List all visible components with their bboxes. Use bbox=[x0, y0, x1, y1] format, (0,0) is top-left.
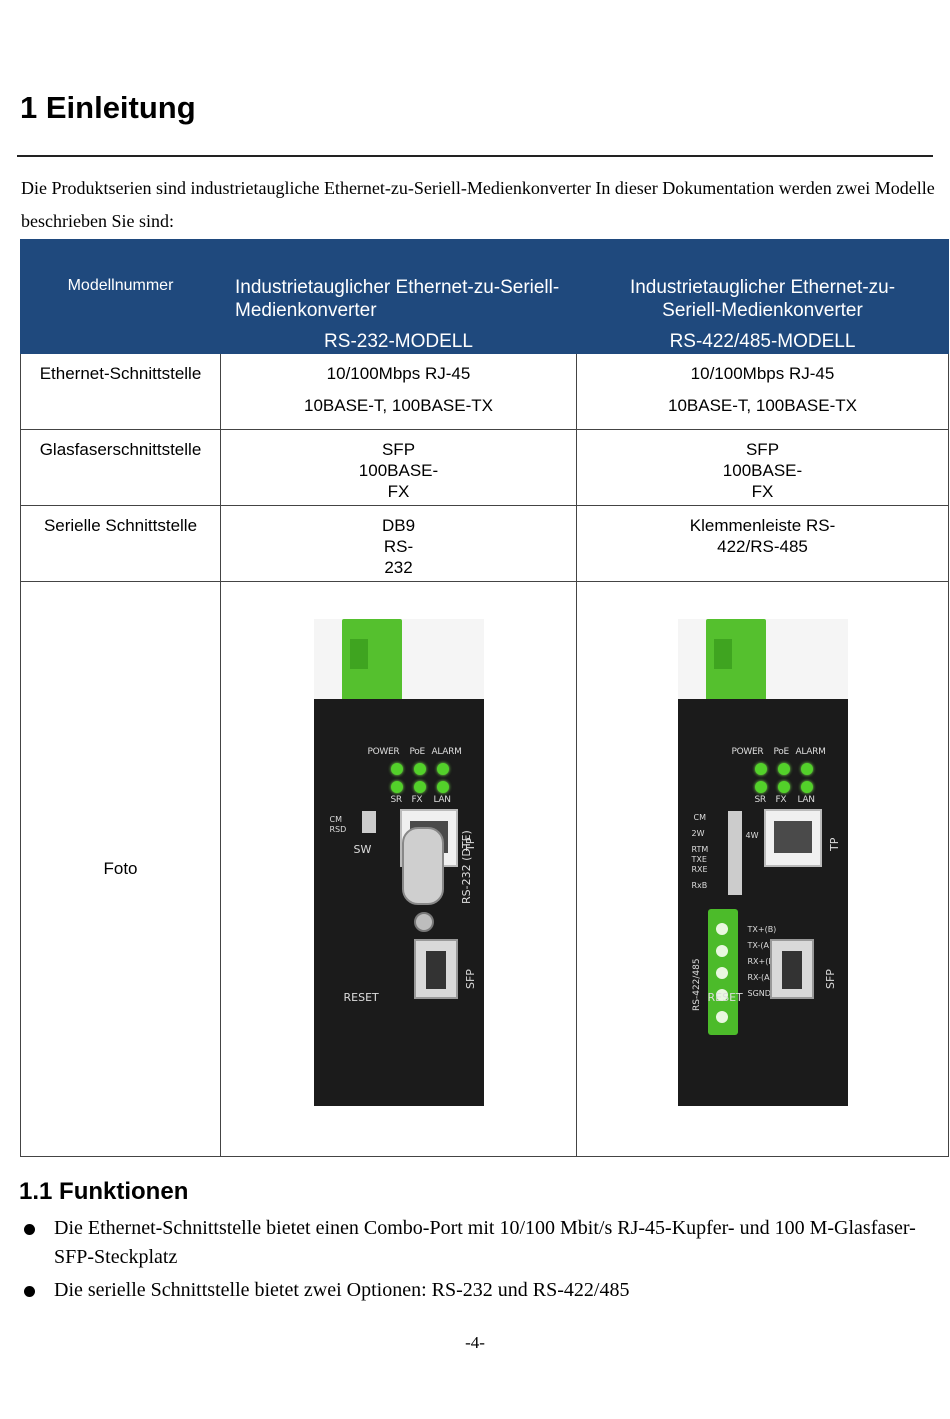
rs485-fiber-cell: SFP 100BASE- FX bbox=[576, 429, 949, 506]
led-label-poe: PoE bbox=[773, 747, 790, 757]
led-indicator bbox=[436, 763, 449, 775]
table-header-row: Modellnummer Industrietauglicher Etherne… bbox=[20, 239, 949, 354]
dip-label-2w: 2W bbox=[691, 829, 705, 838]
header-rs485-title: Industrietauglicher Ethernet-zu-Seriell-… bbox=[629, 277, 896, 321]
led-label-alarm: ALARM bbox=[431, 747, 462, 757]
rs232-photo-cell: POWER PoE ALARM SR FX LAN CM RSD SW bbox=[220, 581, 577, 1157]
header-rs485-model-name: RS-422/485-MODELL bbox=[669, 331, 856, 352]
led-indicator bbox=[413, 763, 426, 775]
device-front-panel: POWER PoE ALARM SR FX LAN CM 2W RTM TXE bbox=[677, 699, 848, 1106]
rs485-port-label: RS-422/485 bbox=[691, 958, 702, 1011]
dip-label-cm: CM bbox=[329, 815, 343, 824]
led-indicator bbox=[436, 781, 449, 793]
tp-label: TP bbox=[827, 837, 841, 851]
chapter-title: 1 Einleitung bbox=[20, 90, 196, 125]
sfp-port bbox=[769, 939, 814, 999]
terminal-label-rxa: RX-(A) bbox=[747, 973, 773, 982]
led-indicator bbox=[777, 781, 790, 793]
rs232-serial-cell: DB9 RS- 232 bbox=[220, 505, 577, 582]
dip-label-4w: 4W bbox=[745, 831, 759, 840]
sw-label: SW bbox=[353, 843, 372, 856]
led-label-power: POWER bbox=[731, 747, 764, 757]
dip-switch bbox=[361, 811, 376, 833]
led-indicator bbox=[800, 781, 813, 793]
table-row: Ethernet-Schnittstelle 10/100Mbps RJ-45 … bbox=[20, 353, 949, 430]
led-label-lan: LAN bbox=[797, 795, 816, 805]
led-label-sr: SR bbox=[754, 795, 767, 805]
led-label-poe: PoE bbox=[409, 747, 426, 757]
led-indicator bbox=[754, 763, 767, 775]
rs232-ethernet-cell: 10/100Mbps RJ-45 10BASE-T, 100BASE-TX bbox=[220, 353, 577, 430]
header-rs232-model-name: RS-232-MODELL bbox=[324, 331, 473, 352]
model-comparison-table: Modellnummer Industrietauglicher Etherne… bbox=[20, 239, 949, 1157]
terminal-block bbox=[707, 909, 738, 1035]
led-label-fx: FX bbox=[411, 795, 423, 805]
led-label-fx: FX bbox=[775, 795, 787, 805]
list-item: Die Ethernet-Schnittstelle bietet einen … bbox=[22, 1214, 927, 1272]
led-label-lan: LAN bbox=[433, 795, 452, 805]
list-item: Die serielle Schnittstelle bietet zwei O… bbox=[22, 1276, 927, 1305]
table-row: Glasfaserschnittstelle SFP 100BASE- FX S… bbox=[20, 429, 949, 506]
title-rule bbox=[17, 155, 933, 157]
led-indicator bbox=[390, 781, 403, 793]
terminal-label-rxb: RX+(B) bbox=[747, 957, 777, 966]
page-number: -4- bbox=[465, 1333, 485, 1352]
din-clip bbox=[341, 619, 402, 701]
feature-list: Die Ethernet-Schnittstelle bietet einen … bbox=[22, 1214, 927, 1309]
bullet-icon bbox=[24, 1224, 35, 1235]
row-label-serial: Serielle Schnittstelle bbox=[20, 505, 221, 582]
table-row: Serielle Schnittstelle DB9 RS- 232 Klemm… bbox=[20, 505, 949, 582]
terminal-label-sgnd: SGND bbox=[747, 989, 771, 998]
rs232-device-photo: POWER PoE ALARM SR FX LAN CM RSD SW bbox=[313, 619, 484, 1106]
led-indicator bbox=[777, 763, 790, 775]
row-label-fiber: Glasfaserschnittstelle bbox=[20, 429, 221, 506]
device-front-panel: POWER PoE ALARM SR FX LAN CM RSD SW bbox=[313, 699, 484, 1106]
dip-label-rxb: RxB bbox=[691, 881, 708, 890]
terminal-label-txa: TX-(A) bbox=[747, 941, 773, 950]
led-label-power: POWER bbox=[367, 747, 400, 757]
led-label-sr: SR bbox=[390, 795, 403, 805]
intro-paragraph: Die Produktserien sind industrietauglich… bbox=[21, 178, 935, 231]
rs232-fiber-cell: SFP 100BASE- FX bbox=[220, 429, 577, 506]
header-rs232-title: Industrietauglicher Ethernet-zu-Seriell-… bbox=[235, 277, 560, 321]
led-indicator bbox=[754, 781, 767, 793]
reset-label: RESET bbox=[343, 991, 379, 1004]
row-label-ethernet: Ethernet-Schnittstelle bbox=[20, 353, 221, 430]
header-rs232-model: Industrietauglicher Ethernet-zu-Seriell-… bbox=[220, 239, 577, 354]
bullet-icon bbox=[24, 1286, 35, 1297]
dip-label-txe: TXE bbox=[691, 855, 707, 864]
led-indicator bbox=[800, 763, 813, 775]
rs485-photo-cell: POWER PoE ALARM SR FX LAN CM 2W RTM TXE bbox=[576, 581, 949, 1157]
sfp-label: SFP bbox=[463, 969, 477, 989]
dip-switch-bank bbox=[727, 811, 742, 895]
row-label-photo: Foto bbox=[20, 581, 221, 1157]
section-title-functions: 1.1 Funktionen bbox=[19, 1178, 189, 1205]
sfp-port bbox=[413, 939, 458, 999]
terminal-label-txb: TX+(B) bbox=[747, 925, 777, 934]
dip-label-rtm: RTM bbox=[691, 845, 709, 854]
db9-connector bbox=[401, 827, 444, 905]
rs485-serial-cell: Klemmenleiste RS- 422/RS-485 bbox=[576, 505, 949, 582]
din-clip bbox=[705, 619, 766, 701]
reset-label: RESET bbox=[707, 991, 743, 1004]
led-indicator bbox=[390, 763, 403, 775]
rj45-port bbox=[763, 809, 822, 867]
table-row: Foto POWER PoE ALARM SR FX LA bbox=[20, 581, 949, 1157]
header-model-number: Modellnummer bbox=[20, 239, 221, 354]
led-indicator bbox=[413, 781, 426, 793]
rs232-port-label: RS-232 (DTE) bbox=[459, 830, 473, 904]
dip-label-rxe: RXE bbox=[691, 865, 708, 874]
dip-label-rsd: RSD bbox=[329, 825, 347, 834]
sfp-label: SFP bbox=[823, 969, 837, 989]
header-rs485-model: Industrietauglicher Ethernet-zu-Seriell-… bbox=[576, 239, 949, 354]
led-label-alarm: ALARM bbox=[795, 747, 826, 757]
rs485-device-photo: POWER PoE ALARM SR FX LAN CM 2W RTM TXE bbox=[677, 619, 848, 1106]
rs485-ethernet-cell: 10/100Mbps RJ-45 10BASE-T, 100BASE-TX bbox=[576, 353, 949, 430]
screw bbox=[413, 912, 434, 932]
dip-label-cm: CM bbox=[693, 813, 707, 822]
